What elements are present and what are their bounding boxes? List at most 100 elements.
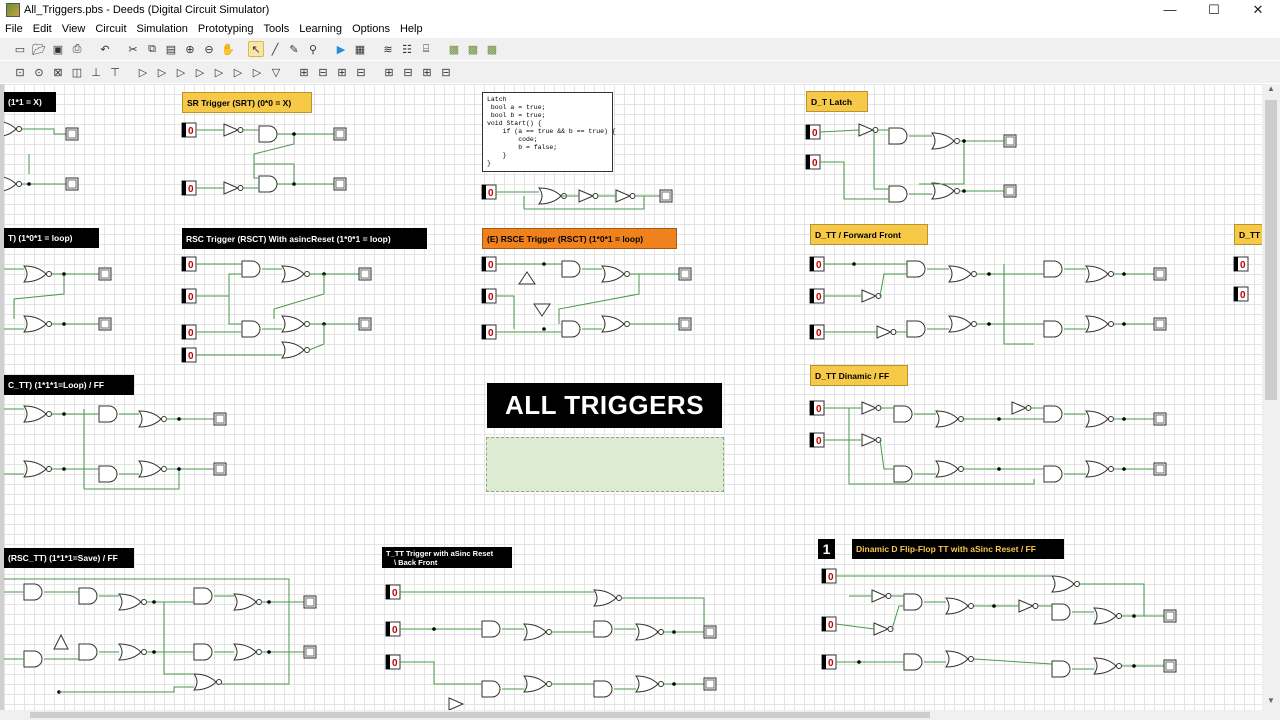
output-led-inner xyxy=(1155,464,1165,474)
nand-gate-icon[interactable]: ▷ xyxy=(157,66,167,79)
label-rsct-async[interactable]: RSC Trigger (RSCT) With asincReset (1*0*… xyxy=(182,228,427,249)
label-t-loop[interactable]: T) (1*0*1 = loop) xyxy=(4,228,99,248)
horizontal-scroll-thumb[interactable] xyxy=(30,712,930,718)
vcc-icon[interactable]: ⊤ xyxy=(110,66,120,79)
grid-icon[interactable]: ▦ xyxy=(354,43,366,56)
junction-dot xyxy=(992,604,996,608)
input-value: 0 xyxy=(188,292,194,303)
input-switch-handle xyxy=(482,289,486,303)
label-rsc-tt-loop[interactable]: C_TT) (1*1*1=Loop) / FF xyxy=(4,375,134,395)
menu-options[interactable]: Options xyxy=(352,23,390,35)
demux-icon[interactable]: ⊞ xyxy=(337,66,347,79)
output-led-inner xyxy=(1155,414,1165,424)
print-icon[interactable]: ⎙ xyxy=(72,42,82,55)
label-dtt-dinamic[interactable]: D_TT Dinamic / FF xyxy=(810,365,908,386)
invert-bubble xyxy=(141,649,147,655)
invert-bubble xyxy=(46,271,52,277)
wire xyxy=(919,141,965,185)
or-gate-icon[interactable]: ▷ xyxy=(176,66,186,79)
vertical-scroll-thumb[interactable] xyxy=(1265,100,1277,400)
selection-group[interactable] xyxy=(486,437,724,492)
led-icon[interactable]: ◫ xyxy=(71,66,83,79)
wire-icon[interactable]: ╱ xyxy=(271,43,279,56)
menu-edit[interactable]: Edit xyxy=(32,23,52,35)
board-icon[interactable]: ▩ xyxy=(467,43,479,56)
chip-icon[interactable]: ⌸ xyxy=(422,42,430,55)
label-dt-latch[interactable]: D_T Latch xyxy=(806,91,868,112)
register-icon[interactable]: ⊟ xyxy=(403,66,413,79)
menu-help[interactable]: Help xyxy=(399,23,423,35)
close-button[interactable]: ✕ xyxy=(1252,2,1264,17)
menu-tools[interactable]: Tools xyxy=(263,23,290,35)
memory-icon[interactable]: ⊟ xyxy=(441,66,451,79)
save-icon[interactable]: ▣ xyxy=(52,43,64,56)
code-box[interactable]: Latch bool a = true; bool b = true; void… xyxy=(482,92,616,172)
pan-icon[interactable]: ✋ xyxy=(221,43,235,56)
junction-dot xyxy=(62,412,66,416)
decoder-icon[interactable]: ⊟ xyxy=(356,66,366,79)
label-dtt-edge[interactable]: D_TT xyxy=(1234,224,1262,245)
and-gate xyxy=(481,620,501,638)
label-sr-partial[interactable]: (1*1 = X) xyxy=(4,92,56,112)
not-gate-icon[interactable]: ▷ xyxy=(252,66,262,79)
menu-view[interactable]: View xyxy=(61,23,86,35)
xnor-gate-icon[interactable]: ▷ xyxy=(233,66,243,79)
input-icon[interactable]: ⊡ xyxy=(15,66,25,79)
open-icon[interactable]: 📂︎ xyxy=(32,43,46,56)
wire xyxy=(83,409,180,490)
counter-icon[interactable]: ⊞ xyxy=(422,66,432,79)
menu-circuit[interactable]: Circuit xyxy=(95,23,127,35)
netlist-icon[interactable]: ≋ xyxy=(383,43,393,56)
wire xyxy=(273,274,325,319)
board2-icon[interactable]: ▩ xyxy=(486,43,498,56)
select-icon[interactable]: ↖ xyxy=(248,41,264,57)
label-rsce[interactable]: (E) RSCE Trigger (RSCT) (1*0*1 = loop) xyxy=(482,228,677,249)
cut-icon[interactable]: ✂ xyxy=(128,43,138,56)
probe-icon[interactable]: ⚲ xyxy=(308,43,318,56)
maximize-button[interactable]: ☐ xyxy=(1208,2,1220,17)
output-icon[interactable]: ⊠ xyxy=(53,66,63,79)
scroll-down-icon[interactable]: ▼ xyxy=(1267,696,1275,705)
invert-bubble xyxy=(1116,613,1122,619)
buffer-icon[interactable]: ▽ xyxy=(271,66,281,79)
and-gate-icon[interactable]: ▷ xyxy=(138,66,148,79)
props-icon[interactable]: ☷ xyxy=(402,43,412,56)
label-dff-async[interactable]: Dinamic D Flip-Flop TT with aSinc Reset … xyxy=(852,539,1064,559)
xor-gate-icon[interactable]: ▷ xyxy=(214,66,224,79)
label-ttt-async[interactable]: T_TT Trigger with aSinc Reset \ Back Fro… xyxy=(382,547,512,568)
wire xyxy=(873,130,889,190)
label-dtt-forward[interactable]: D_TT / Forward Front xyxy=(810,224,928,245)
input-switch-handle xyxy=(386,585,390,599)
paste-icon[interactable]: ▤ xyxy=(165,43,177,56)
label-rsc-tt-save[interactable]: (RSC_TT) (1*1*1=Save) / FF xyxy=(4,548,134,568)
fpga-icon[interactable]: ▩ xyxy=(448,43,460,56)
scroll-corner xyxy=(1262,710,1280,720)
menu-simulation[interactable]: Simulation xyxy=(136,23,188,35)
menu-prototyping[interactable]: Prototyping xyxy=(197,23,254,35)
new-icon[interactable]: ▭ xyxy=(14,43,26,56)
flipflop-icon[interactable]: ⊞ xyxy=(384,66,394,79)
output-led-inner xyxy=(67,179,77,189)
run-icon[interactable]: ▶ xyxy=(336,43,346,56)
label-icon[interactable]: ✎ xyxy=(289,43,299,56)
ground-icon[interactable]: ⊥ xyxy=(91,66,101,79)
minimize-button[interactable]: — xyxy=(1163,2,1177,17)
number-badge[interactable]: 1 xyxy=(818,539,835,559)
zoom-out-icon[interactable]: ⊖ xyxy=(204,43,214,56)
scroll-up-icon[interactable]: ▲ xyxy=(1267,84,1275,93)
nor-gate-icon[interactable]: ▷ xyxy=(195,66,205,79)
label-srt[interactable]: SR Trigger (SRT) (0*0 = X) xyxy=(182,92,312,113)
menu-file[interactable]: File xyxy=(5,23,23,35)
vertical-scrollbar[interactable]: ▲ ▼ xyxy=(1262,84,1280,710)
mux-icon[interactable]: ⊟ xyxy=(318,66,328,79)
zoom-in-icon[interactable]: ⊕ xyxy=(185,43,195,56)
tristate-icon[interactable]: ⊞ xyxy=(299,66,309,79)
clock-icon[interactable]: ⊙ xyxy=(34,66,44,79)
all-triggers-title[interactable]: ALL TRIGGERS xyxy=(487,383,722,428)
and-gate xyxy=(1043,320,1063,338)
copy-icon[interactable]: ⧉ xyxy=(148,42,156,55)
undo-icon[interactable]: ↶ xyxy=(100,43,110,56)
menu-learning[interactable]: Learning xyxy=(299,23,343,35)
horizontal-scrollbar[interactable] xyxy=(0,710,1262,720)
